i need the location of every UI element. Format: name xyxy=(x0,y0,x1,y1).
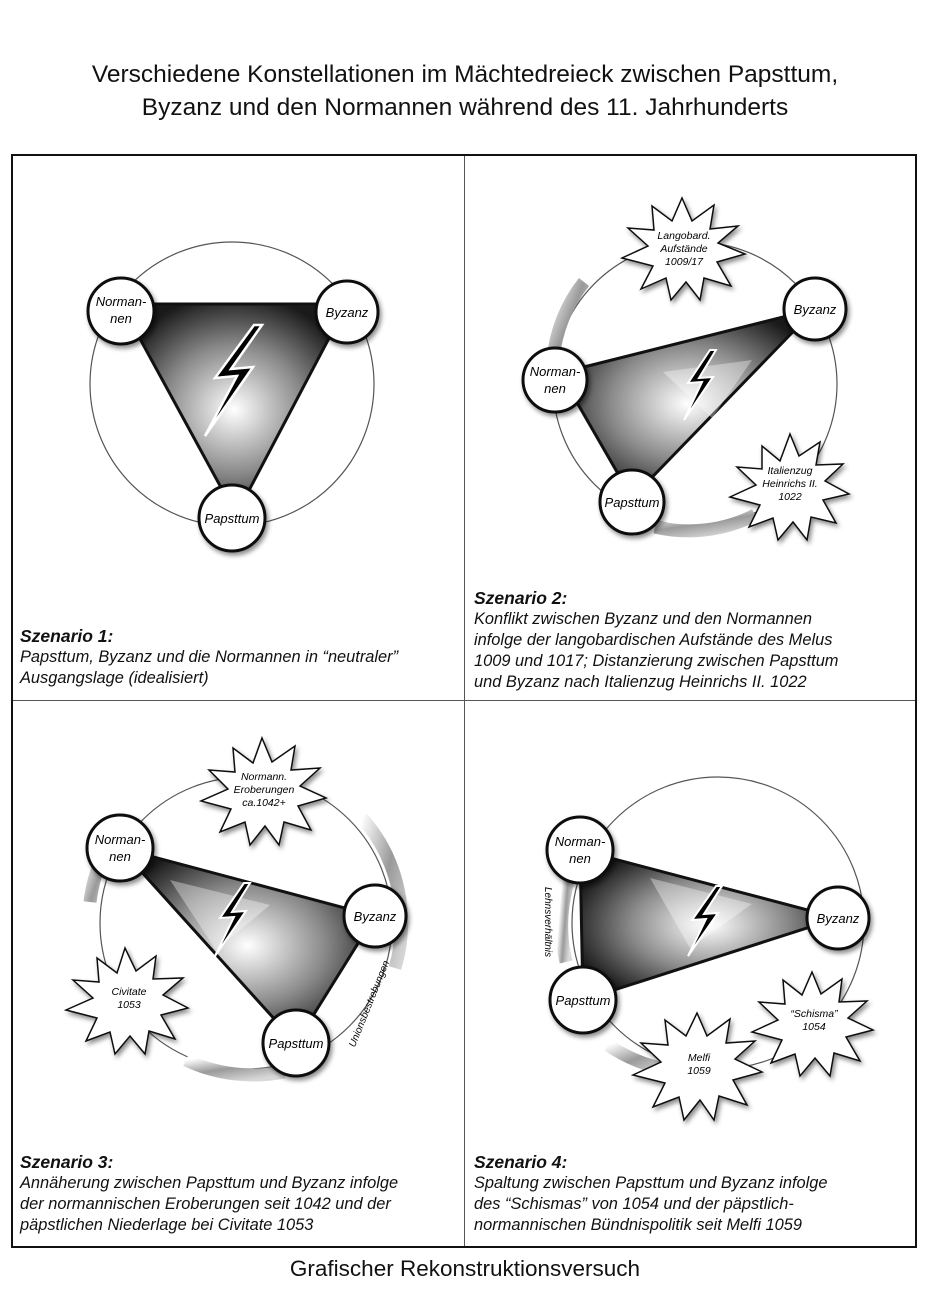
scenario-4-diagram: “Schisma” 1054 Melfi 1059 Lehnsverhältni… xyxy=(542,776,876,1122)
scenario-3-heading: Szenario 3: xyxy=(20,1152,114,1172)
lightning-icon xyxy=(683,349,718,421)
scenario-2-burst-italienzug xyxy=(727,431,852,542)
scenario-4-line: des “Schismas” von 1054 und der päpstlic… xyxy=(474,1195,794,1213)
burst-schisma-line-1: “Schisma” xyxy=(790,1008,838,1020)
scenario-2-arc-bottom xyxy=(653,509,758,538)
node-byzanz-label: Byzanz xyxy=(794,302,837,317)
burst-aufstaende-line-1: Langobard. xyxy=(657,230,710,242)
node-byzanz-label: Byzanz xyxy=(817,911,860,926)
grid-horizontal-divider xyxy=(13,700,915,701)
lightning-icon xyxy=(203,323,265,437)
node-byzanz xyxy=(782,276,848,342)
scenario-1-line: Papsttum, Byzanz und die Normannen in “n… xyxy=(20,648,399,666)
arc-label-lehnsverhaeltnis: Lehnsverhältnis xyxy=(542,887,553,957)
burst-italienzug-line-2: Heinrichs II. xyxy=(762,478,817,490)
lightning-icon xyxy=(687,885,724,957)
page-title: Verschiedene Konstellationen im Mächtedr… xyxy=(0,58,930,124)
burst-melfi-line-1: Melfi xyxy=(688,1052,711,1064)
node-normannen-label-1: Norman- xyxy=(555,834,606,849)
node-normannen xyxy=(521,346,589,414)
burst-civitate-line-1: Civitate xyxy=(111,986,146,998)
burst-italienzug-line-1: Italienzug xyxy=(768,465,813,477)
footer-caption: Grafischer Rekonstruktionsversuch xyxy=(289,1256,641,1281)
burst-eroberungen-line-1: Normann. xyxy=(241,771,287,783)
title-line-2: Byzanz und den Normannen während des 11.… xyxy=(141,94,789,121)
node-byzanz xyxy=(805,885,871,951)
scenario-2-line: infolge der langobardischen Aufstände de… xyxy=(474,631,833,649)
lightning-icon xyxy=(214,882,252,957)
node-byzanz xyxy=(342,883,408,949)
scenario-3-burst-eroberungen xyxy=(198,735,329,847)
node-normannen xyxy=(85,813,155,883)
scenario-4-heading: Szenario 4: xyxy=(474,1152,568,1172)
scenario-3-diagram: Normann. Eroberungen ca.1042+ Civitate 1… xyxy=(63,735,409,1082)
scenario-3-arc-right xyxy=(357,813,409,970)
scenario-2-caption: Szenario 2: Konflikt zwischen Byzanz und… xyxy=(474,588,838,693)
node-normannen-label-2: nen xyxy=(110,311,132,326)
scenario-3-caption: Szenario 3: Annäherung zwischen Papsttum… xyxy=(20,1152,398,1236)
node-normannen-label-1: Norman- xyxy=(95,832,146,847)
scenario-3-burst-civitate xyxy=(63,945,191,1056)
arc-label-unionsbestrebungen: Unionsbestrebungen xyxy=(347,959,392,1049)
scenario-4-line: normannischen Bündnispolitik seit Melfi … xyxy=(474,1216,802,1234)
scenario-4-burst-melfi xyxy=(630,1011,765,1122)
scenario-1-line: Ausgangslage (idealisiert) xyxy=(20,669,209,687)
node-papsttum xyxy=(261,1008,331,1078)
node-papsttum-label: Papsttum xyxy=(269,1036,324,1051)
scenario-1-heading: Szenario 1: xyxy=(20,626,114,646)
node-normannen-label-1: Norman- xyxy=(96,294,147,309)
scenario-1-diagram: Norman- nen Byzanz Papsttum xyxy=(86,241,380,553)
scenario-grid-frame xyxy=(11,154,917,1248)
node-papsttum xyxy=(548,965,618,1035)
node-byzanz xyxy=(314,279,380,345)
scenario-4-arc-left xyxy=(555,880,575,964)
node-papsttum xyxy=(598,468,666,536)
node-normannen-label-2: nen xyxy=(544,381,566,396)
scenario-1-triangle xyxy=(118,302,350,519)
node-papsttum xyxy=(197,483,267,553)
node-normannen-label-2: nen xyxy=(569,851,591,866)
burst-italienzug-line-3: 1022 xyxy=(778,491,802,503)
scenario-3-triangle-highlight xyxy=(170,880,270,950)
burst-schisma-line-2: 1054 xyxy=(802,1021,826,1033)
burst-aufstaende-line-3: 1009/17 xyxy=(665,256,704,268)
scenario-2-heading: Szenario 2: xyxy=(474,588,568,608)
scenario-2-line: 1009 und 1017; Distanzierung zwischen Pa… xyxy=(474,652,839,670)
burst-melfi-line-2: 1059 xyxy=(687,1065,711,1077)
node-papsttum-label: Papsttum xyxy=(605,495,660,510)
scenario-3-line: päpstlichen Niederlage bei Civitate 1053 xyxy=(20,1216,314,1234)
scenario-1-caption: Szenario 1: Papsttum, Byzanz und die Nor… xyxy=(20,626,398,689)
node-byzanz-label: Byzanz xyxy=(354,909,397,924)
title-line-1: Verschiedene Konstellationen im Mächtedr… xyxy=(91,61,839,88)
scenario-2-triangle xyxy=(557,306,820,501)
scenario-4-caption: Szenario 4: Spaltung zwischen Papsttum u… xyxy=(474,1152,828,1236)
scenario-3-line: der normannischen Eroberungen seit 1042 … xyxy=(20,1195,391,1213)
scenario-2-triangle-highlight xyxy=(663,360,752,418)
scenario-2-diagram: Langobard. Aufstände 1009/17 Italienzug … xyxy=(521,196,852,542)
scenario-3-arc-bottom xyxy=(183,1054,286,1082)
node-normannen xyxy=(545,815,615,885)
burst-eroberungen-line-3: ca.1042+ xyxy=(242,797,286,809)
scenario-4-burst-schisma xyxy=(749,970,876,1078)
node-byzanz-label: Byzanz xyxy=(326,305,369,320)
burst-eroberungen-line-2: Eroberungen xyxy=(234,784,295,796)
node-papsttum-label: Papsttum xyxy=(556,993,611,1008)
scenario-2-burst-aufstaende xyxy=(619,196,748,302)
node-normannen-label-2: nen xyxy=(109,849,131,864)
scenario-2-line: und Byzanz nach Italienzug Heinrichs II.… xyxy=(474,673,807,691)
scenario-4-line: Spaltung zwischen Papsttum und Byzanz in… xyxy=(474,1174,828,1192)
grid-vertical-divider xyxy=(464,156,465,1246)
node-papsttum-label: Papsttum xyxy=(205,511,260,526)
node-normannen xyxy=(86,276,156,346)
scenario-3-line: Annäherung zwischen Papsttum und Byzanz … xyxy=(20,1174,399,1192)
burst-civitate-line-2: 1053 xyxy=(117,999,141,1011)
scenario-2-line: Konflikt zwischen Byzanz und den Normann… xyxy=(474,610,813,628)
node-normannen-label-1: Norman- xyxy=(530,364,581,379)
burst-aufstaende-line-2: Aufstände xyxy=(659,243,707,255)
